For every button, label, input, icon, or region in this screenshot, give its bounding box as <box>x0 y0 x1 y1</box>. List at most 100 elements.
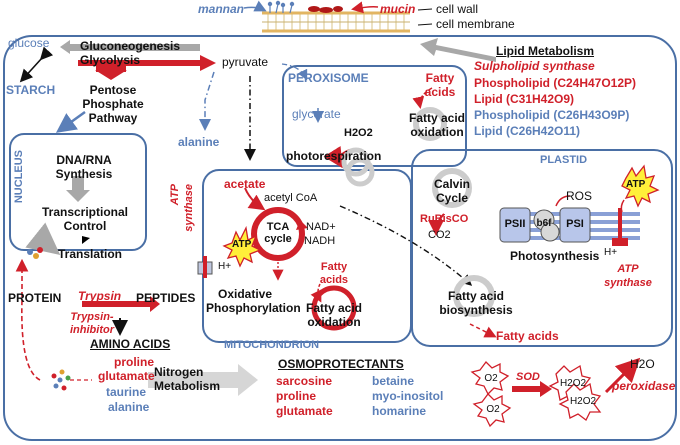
trypsin-inhibitor-label-1: Trypsin- <box>70 311 114 323</box>
fa-biosynthesis-label-2: biosynthesis <box>439 303 513 317</box>
glycerate-label: glycerate <box>292 107 341 121</box>
photosynthesis-label: Photosynthesis <box>510 249 600 263</box>
amino-taurine: taurine <box>106 385 147 399</box>
h2o2-label-b: H2O2 <box>569 396 597 407</box>
dna-rna-label-2: Synthesis <box>55 167 113 181</box>
glycolysis-arrow <box>78 55 216 71</box>
pentose-label-3: Pathway <box>88 111 138 125</box>
atp-synthase-mito-label-2: synthase <box>183 184 195 232</box>
h2o2-label-a: H2O2 <box>559 378 587 389</box>
mito-fao-label-1: Fatty acid <box>305 301 362 315</box>
plastid-label: PLASTID <box>540 154 588 166</box>
calvin-label-2: Cycle <box>435 191 469 205</box>
mito-fao-label-2: oxidation <box>307 315 361 329</box>
atp-mito-label: ATP <box>232 239 252 250</box>
o2-burst-a <box>470 361 510 396</box>
mitochondrion-label: MITOCHONDRION <box>224 339 320 351</box>
gluconeogenesis-arrow <box>60 40 200 54</box>
starch-label: STARCH <box>6 83 56 97</box>
sod-label: SOD <box>516 371 540 383</box>
atp-burst-plastid <box>621 164 660 208</box>
mucin-label: mucin <box>380 2 416 16</box>
peptides-label: PEPTIDES <box>136 291 196 305</box>
transcriptional-label-2: Control <box>63 219 107 233</box>
atp-synthase-mito-label-1: ATP <box>169 184 181 206</box>
nadh-label: NADH <box>304 235 336 247</box>
cell-outline <box>3 35 677 441</box>
atp-synthase-mito <box>197 256 213 278</box>
lipid-metabolism-title: Lipid Metabolism <box>496 44 595 58</box>
tca-label-1: TCA <box>266 221 290 233</box>
peroxisome-fao-label-2: oxidation <box>410 125 464 139</box>
lipid-item-1: Phospholipid (C24H47O12P) <box>474 76 637 90</box>
psii-label: PSII <box>504 218 526 230</box>
osmo-glutamate: glutamate <box>276 404 333 418</box>
osmo-sarcosine: sarcosine <box>276 374 333 388</box>
trypsin-label: Trypsin <box>78 289 122 303</box>
tca-label-2: cycle <box>264 233 292 245</box>
glycolysis-label: Glycolysis <box>80 53 141 67</box>
pentose-label-1: Pentose <box>89 83 137 97</box>
glucose-label: glucose <box>8 36 50 50</box>
acetate-label: acetate <box>224 177 266 191</box>
plastid-membrane <box>411 149 673 347</box>
mannan-glyphs <box>267 0 295 14</box>
osmo-betaine: betaine <box>372 374 415 388</box>
photorespiration-label: photorespiration <box>286 149 382 163</box>
alanine-label: alanine <box>178 135 220 149</box>
peroxisome-fatty-label-1: Fatty <box>425 71 455 85</box>
amino-proline: proline <box>114 355 155 369</box>
o2-label-b: O2 <box>486 404 500 415</box>
nitrogen-label-1: Nitrogen <box>154 365 204 379</box>
mannan-label: mannan <box>198 2 245 16</box>
lipid-arrow <box>420 38 496 62</box>
pyruvate-label: pyruvate <box>222 55 269 69</box>
hplus-mito-label: H+ <box>218 261 232 272</box>
hplus-plastid-label: H+ <box>604 247 618 258</box>
peroxisome-fao-label-1: Fatty acid <box>408 111 465 125</box>
trypsin-inhibitor-label-2: inhibitor <box>70 324 114 336</box>
nucleus-membrane <box>9 133 147 251</box>
o2-burst-b <box>472 393 512 428</box>
mucin-glyphs <box>308 6 343 13</box>
lipid-item-3: Phospholipid (C26H43O9P) <box>474 108 630 122</box>
o2-label-a: O2 <box>484 373 498 384</box>
plastid-fatty-acids-label: Fatty acids <box>496 329 559 343</box>
gluconeogenesis-label: Gluconeogenesis <box>80 39 181 53</box>
cell-membrane-label: cell membrane <box>436 17 515 31</box>
mito-fatty-label-1: Fatty <box>320 261 348 273</box>
peroxisome-h2o2: H2O2 <box>344 127 373 139</box>
lipid-item-4: Lipid (C26H42O11) <box>474 124 581 138</box>
atp-synthase-plastid-label-1: ATP <box>617 263 639 275</box>
mito-fatty-label-2: acids <box>319 274 349 286</box>
dna-rna-label-1: DNA/RNA <box>56 153 112 167</box>
cell-wall-label: cell wall <box>436 2 479 16</box>
peroxidase-label: peroxidase <box>612 379 676 393</box>
osmo-proline: proline <box>276 389 317 403</box>
oxidative-label-2: Phosphorylation <box>206 301 301 315</box>
nucleus-label: NUCLEUS <box>13 150 25 204</box>
amino-glutamate: glutamate <box>98 369 155 383</box>
nitrogen-label-2: Metabolism <box>154 379 221 393</box>
lipid-item-2: Lipid (C31H42O9) <box>474 92 575 106</box>
calvin-label-1: Calvin <box>433 177 470 191</box>
protein-label: PROTEIN <box>8 291 62 305</box>
osmo-myo-inositol: myo-inositol <box>372 389 444 403</box>
amino-acids-label: AMINO ACIDS <box>90 337 171 351</box>
atp-plastid-label: ATP <box>626 179 646 190</box>
translation-label: Translation <box>58 247 123 261</box>
oxidative-label-1: Oxidative <box>218 287 273 301</box>
h2o-label: H2O <box>630 357 655 371</box>
rubisco-label: RuBisCO <box>420 213 469 225</box>
atp-synthase-plastid-label-2: synthase <box>604 277 652 289</box>
psi-label: PSI <box>566 218 584 230</box>
b6f-label: b6f <box>536 218 552 229</box>
amino-alanine: alanine <box>108 400 150 414</box>
peroxisome-fatty-label-2: acids <box>424 85 456 99</box>
sulpholipid-label: Sulpholipid synthase <box>474 59 595 73</box>
osmo-title: OSMOPROTECTANTS <box>278 357 404 371</box>
osmo-homarine: homarine <box>372 404 427 418</box>
nad-label: NAD+ <box>306 221 336 233</box>
